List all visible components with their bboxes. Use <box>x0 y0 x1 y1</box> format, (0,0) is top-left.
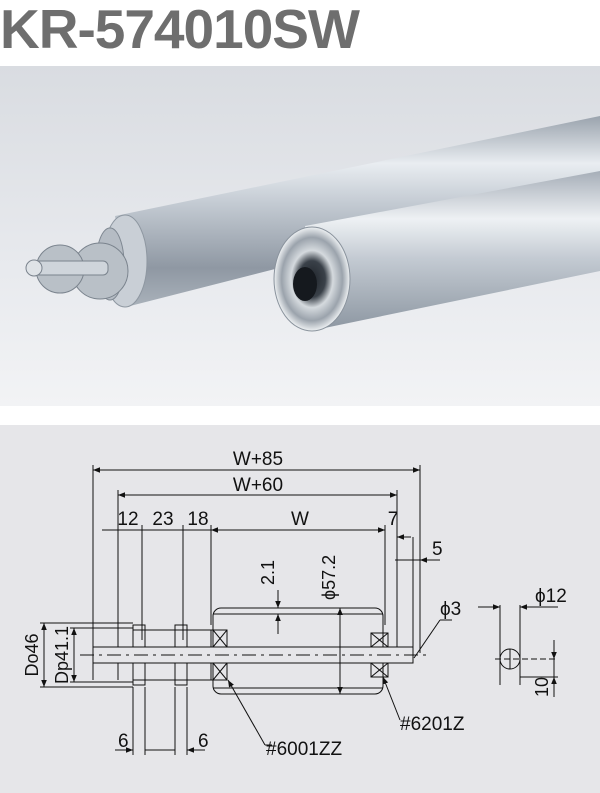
dim-sprocket-outer-diameter: Do46 <box>22 633 42 676</box>
dim-tube-length: W <box>291 509 309 530</box>
dim-sprocket-width-right: 6 <box>198 731 209 752</box>
dim-sprocket-width-left: 6 <box>118 731 129 752</box>
dim-end-gap: 7 <box>388 509 399 530</box>
label-bearing-left: #6001ZZ <box>266 739 342 760</box>
dim-hole-offset: 10 <box>532 677 552 697</box>
roller-with-sprocket <box>25 116 600 308</box>
dim-sprocket-pitch-diameter: Dp41.1 <box>52 626 72 684</box>
dim-pitch-1: 12 <box>117 509 138 530</box>
technical-drawing: W+85 W+60 12 23 18 W 7 5 2.1 ϕ57.2 Do46 … <box>0 425 600 793</box>
dim-shaft-tip: 5 <box>432 539 443 560</box>
dim-pitch-3: 18 <box>187 509 208 530</box>
product-title: KR-574010SW <box>0 0 360 60</box>
dim-shaft-diameter: ϕ12 <box>535 586 567 607</box>
product-photo <box>0 66 600 406</box>
dim-pitch-2: 23 <box>152 509 173 530</box>
dim-tube-diameter: ϕ57.2 <box>319 555 339 600</box>
label-bearing-right: #6201Z <box>400 714 465 735</box>
dim-overall-length: W+85 <box>233 449 283 470</box>
roller-plain <box>273 171 600 332</box>
dim-length-to-bearing: W+60 <box>233 475 283 496</box>
dim-hole-diameter: ϕ3 <box>440 599 461 620</box>
dim-wall-thickness: 2.1 <box>258 560 278 585</box>
sprocket-icon <box>25 242 129 300</box>
